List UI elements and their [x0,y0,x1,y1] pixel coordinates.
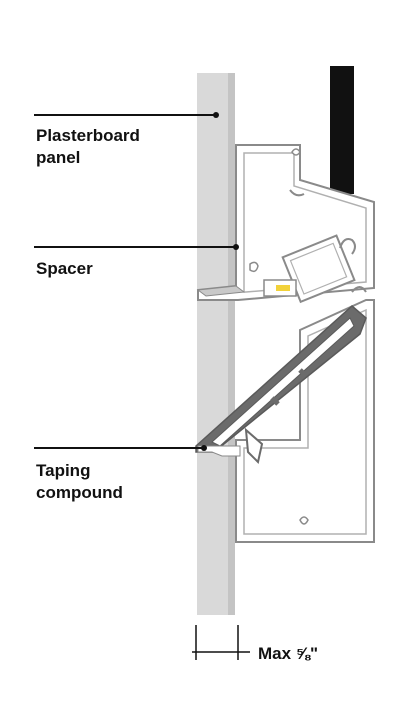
label-plasterboard-line1: Plasterboard [36,126,140,145]
taping-compound [197,445,241,457]
lower-profile-inner [243,308,367,535]
upper-hook-2 [249,261,259,273]
lower-top-hook [351,286,367,293]
label-taping-line2: compound [36,483,123,502]
label-plasterboard-line2: panel [36,148,81,167]
upper-profile-lip [196,285,246,297]
spacer-hook [339,238,356,255]
lower-hook [299,516,309,525]
trim-rib-1 [270,396,280,406]
taping-leader-dot [201,445,207,451]
trim-rib-2 [298,368,308,378]
glass-panel [330,66,354,194]
label-max-text: Max ⅝" [258,644,319,663]
label-plasterboard-panel: Plasterboard panel [36,125,140,169]
label-taping-compound: Taping compound [36,460,123,504]
plasterboard-leader-dot [213,112,219,118]
plasterboard-panel-shadow [228,73,235,615]
trim-foot [244,427,264,464]
spacer-leader-dot [233,244,239,250]
upper-hook-3 [289,189,305,197]
label-spacer: Spacer [36,258,93,280]
clip-yellow-fill [276,285,290,291]
label-taping-line1: Taping [36,461,91,480]
upper-hook-1 [291,148,301,156]
label-max-dimension: Max ⅝" [258,643,318,665]
label-spacer-text: Spacer [36,259,93,278]
diagonal-trim-inner [211,317,355,447]
